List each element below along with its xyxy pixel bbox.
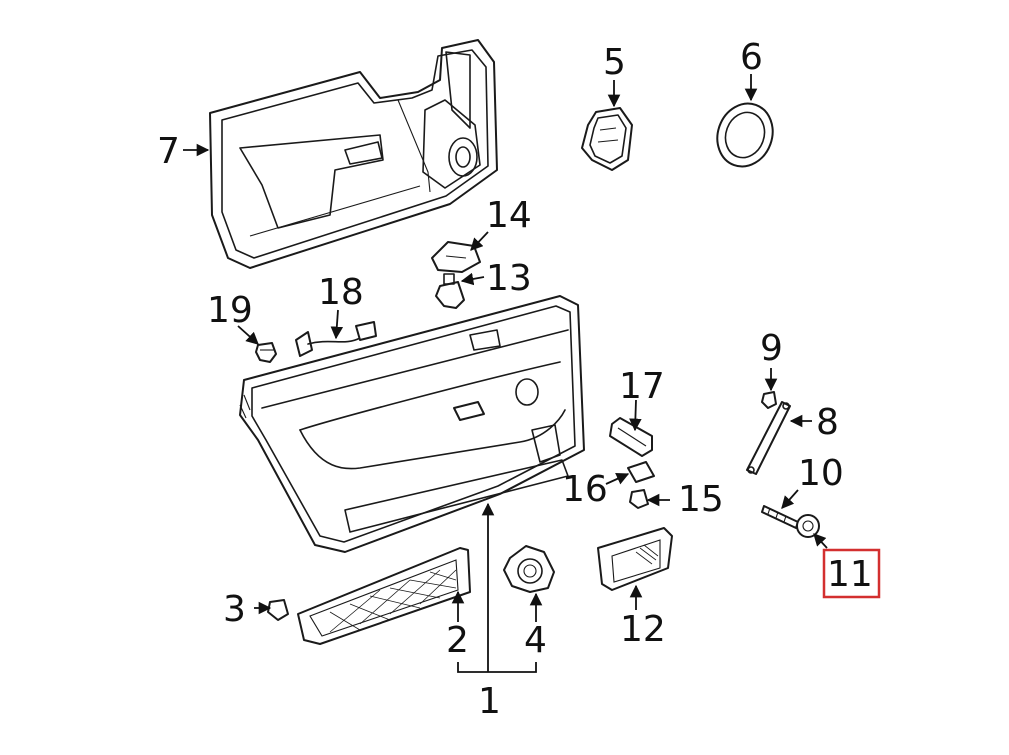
callout-8[interactable]: 8 (816, 402, 839, 443)
part-6-speaker-ring[interactable] (709, 96, 782, 175)
part-8-rod[interactable] (746, 401, 791, 475)
part-14-bracket[interactable] (431, 241, 481, 273)
callout-10[interactable]: 10 (798, 453, 844, 494)
callout-14[interactable]: 14 (486, 195, 532, 236)
callout-7[interactable]: 7 (157, 131, 180, 172)
part-11-knob[interactable] (796, 514, 820, 538)
part-12-cover[interactable] (597, 527, 673, 591)
part-5-speaker-grille[interactable] (581, 107, 633, 171)
leader-lines (183, 74, 828, 673)
callout-16[interactable]: 16 (562, 469, 608, 510)
part-9-small-clip[interactable] (761, 391, 777, 409)
callout-9[interactable]: 9 (760, 328, 783, 369)
callout-11-highlight-box (822, 548, 881, 599)
part-16-switch[interactable] (627, 461, 655, 483)
part-17-pull-handle[interactable] (609, 417, 653, 457)
callout-3[interactable]: 3 (223, 589, 246, 630)
callout-15[interactable]: 15 (678, 479, 724, 520)
callout-17[interactable]: 17 (619, 366, 665, 407)
callout-labels: 7 5 6 14 13 19 18 9 8 17 10 16 15 11 3 1… (157, 37, 873, 722)
callout-5[interactable]: 5 (603, 42, 626, 83)
part-4-speaker[interactable] (503, 545, 555, 593)
callout-1[interactable]: 1 (478, 681, 501, 722)
part-19-clip[interactable] (255, 342, 277, 363)
part-1-door-trim-panel[interactable] (239, 295, 585, 553)
part-2-map-pocket[interactable] (297, 547, 471, 645)
callout-4[interactable]: 4 (524, 620, 547, 661)
callout-18[interactable]: 18 (318, 272, 364, 313)
part-7-upper-trim-panel[interactable] (209, 39, 498, 269)
callout-2[interactable]: 2 (446, 620, 469, 661)
callout-11[interactable]: 11 (827, 554, 873, 595)
part-15-clip[interactable] (629, 489, 649, 509)
callout-19[interactable]: 19 (207, 290, 253, 331)
part-13-lock-knob[interactable] (435, 273, 465, 309)
part-10-screw[interactable] (761, 505, 799, 529)
callout-13[interactable]: 13 (486, 258, 532, 299)
part-18-wiring-harness[interactable] (295, 321, 377, 357)
callout-12[interactable]: 12 (620, 609, 666, 650)
callout-6[interactable]: 6 (740, 37, 763, 78)
part-3-clip[interactable] (267, 599, 289, 621)
